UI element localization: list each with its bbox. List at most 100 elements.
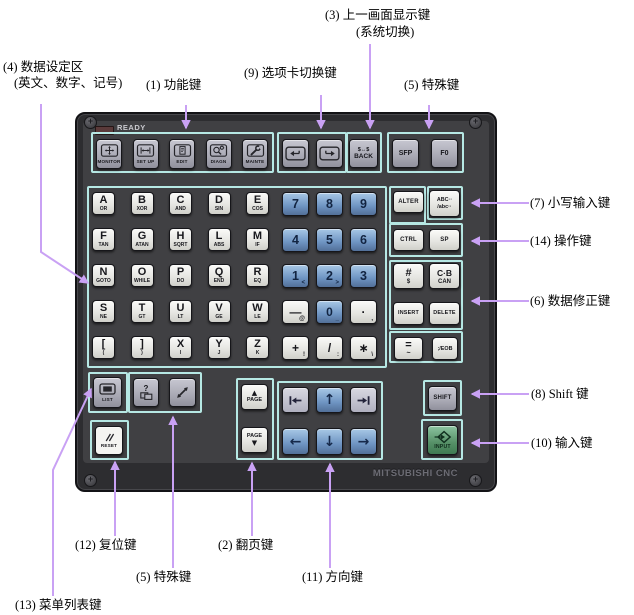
label-menu-list-key: (13) 菜单列表键 [15,598,102,612]
label-page-keys: (2) 翻页键 [218,538,274,552]
key-cursor-right[interactable]: → [350,428,377,455]
numpad-key-9[interactable]: 9 [350,192,377,216]
function-key-diagn[interactable]: DIAGN [205,139,232,169]
key-cursor-up[interactable]: ↑ [316,387,343,413]
label-data-correction: (6) 数据修正键 [530,294,611,308]
label-special-top: (5) 特殊键 [404,78,460,92]
numpad-key-0[interactable]: 0_ [316,300,343,324]
key-sp[interactable]: SP [429,229,460,251]
monitor-icon [100,144,118,158]
alpha-key-rbracket[interactable]: ]) [130,336,154,359]
ruler-icon [136,144,155,158]
brand-text: MITSUBISHI CNC [372,468,458,479]
key-cursor-right-bar[interactable] [350,387,377,413]
reset-key[interactable]: RESET [95,426,123,455]
menu-list-key[interactable]: LIST [93,377,122,408]
label-direction-keys: (11) 方向键 [302,570,363,584]
numpad-key-5[interactable]: 5 [316,228,343,252]
label-special-bottom: (5) 特殊键 [136,570,192,584]
help-key[interactable]: ? [133,378,159,407]
screw-icon: + [84,474,97,487]
input-diamond-icon [434,430,452,444]
diagonal-arrows-icon [177,387,188,398]
key-cursor-left[interactable]: ← [282,428,309,455]
label-operation-keys: (14) 操作键 [530,234,592,248]
label-shift-key: (8) Shift 键 [531,387,589,401]
key-hash[interactable]: #$ [393,263,424,289]
numpad-key-·[interactable]: ·, [350,300,377,324]
label-lowercase-key: (7) 小写输入键 [530,196,611,210]
numpad-key-2[interactable]: 2> [316,264,343,288]
numpad-key-+[interactable]: +! [282,336,309,360]
label-reset-key: (12) 复位键 [75,538,137,552]
key-delete[interactable]: DELETE [429,302,460,325]
numpad-key-3[interactable]: 3 [350,264,377,288]
alpha-key-lbracket[interactable]: [( [92,336,115,359]
key-cursor-down[interactable]: ↓ [316,428,343,455]
label-tab-keys: (9) 选项卡切换键 [244,66,337,80]
group-outline-case-toggle-key [427,186,463,220]
numpad-key-8[interactable]: 8 [316,192,343,216]
equals-key[interactable]: =~ [394,337,423,360]
tab-key-tab-next[interactable] [316,139,343,168]
key-ctrl[interactable]: CTRL [393,229,424,251]
numpad-key-1[interactable]: 1< [282,264,309,288]
special-key-sfp[interactable]: SFP [392,139,419,168]
function-key-mainte[interactable]: MAINTE [242,139,268,169]
label-data-entry-2: (英文、数字、记号) [14,76,123,90]
function-key-edit[interactable]: EDIT [169,139,195,169]
group-outline-input-key [421,419,463,460]
numpad-key-7[interactable]: 7 [282,192,309,216]
screw-icon: + [469,116,482,129]
tab-key-tab-prev[interactable] [282,139,309,168]
key-cursor-left-bar[interactable] [282,387,309,413]
key-insert[interactable]: INSERT [393,302,424,325]
function-key-monitor[interactable]: MONITOR [96,139,122,169]
input-key[interactable]: INPUT [427,425,458,455]
shift-key[interactable]: SHIFT [428,386,457,411]
numpad-key-4[interactable]: 4 [282,228,309,252]
group-outline-function-keys [91,132,274,173]
expand-key[interactable] [169,378,196,407]
double-slash-icon [105,433,115,442]
key-page-up[interactable]: ▲PAGE [241,384,268,410]
eob-key[interactable]: ;/EOB [432,337,458,360]
label-data-entry: (4) 数据设定区 [3,60,84,74]
numpad-key-—[interactable]: —@ [282,300,309,324]
function-key-setup[interactable]: SET UP [132,139,159,169]
key-case-toggle[interactable]: ABC··/abc·· [429,190,460,217]
numpad-key-6[interactable]: 6 [350,228,377,252]
back-key[interactable]: $↔$BACK [349,139,378,168]
key-page-down[interactable]: PAGE▼ [241,427,268,453]
special-key-f0[interactable]: F0 [431,139,458,168]
numpad-key-/[interactable]: /: [316,336,343,360]
key-alter[interactable]: ALTER [393,191,424,213]
arrow-right-bar-icon [357,395,370,405]
numpad-key-∗[interactable]: ∗\ [350,336,377,360]
